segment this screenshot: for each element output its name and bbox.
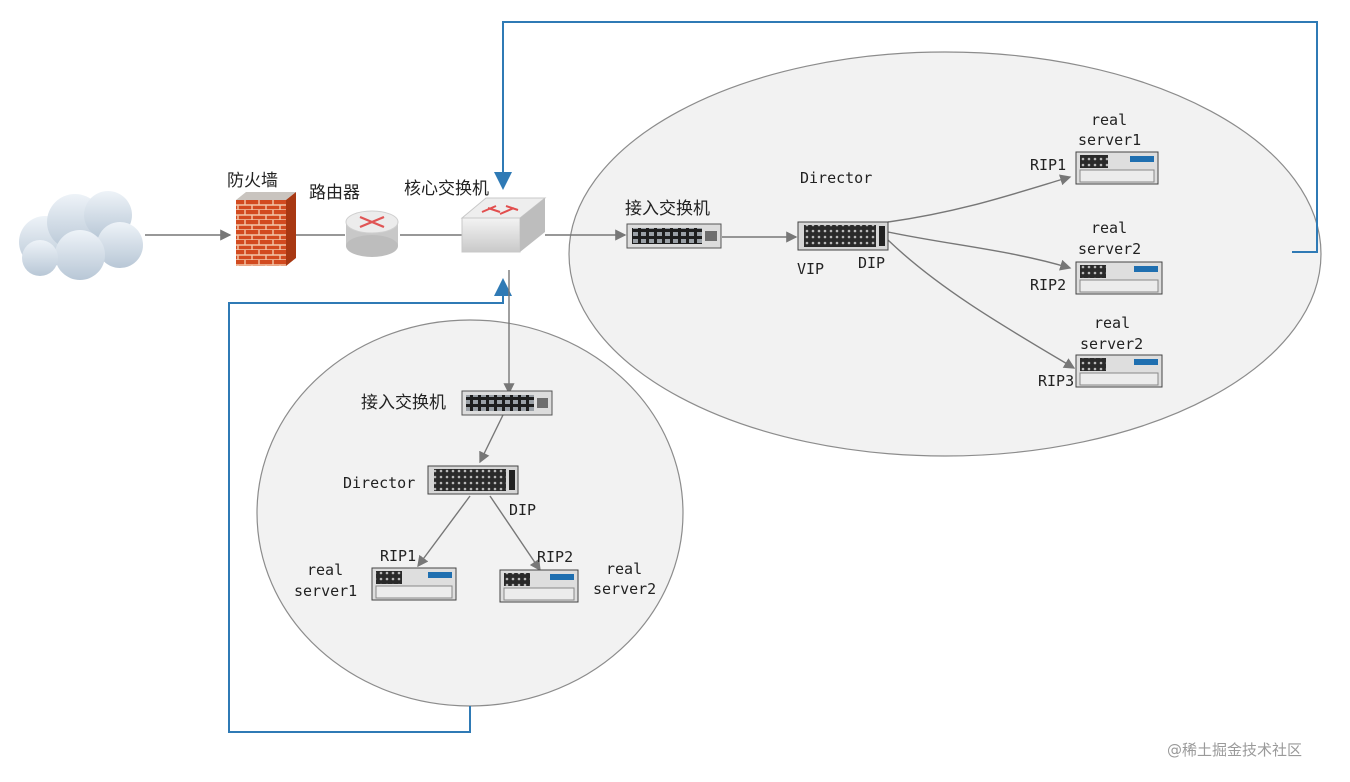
- link-right-director-rs2: [887, 231, 1072, 271]
- right-access-switch-icon: [626, 223, 722, 249]
- left-rs2-name: server2: [593, 580, 656, 598]
- right-rs2-name: server2: [1078, 240, 1141, 258]
- left-director-label: Director: [343, 474, 415, 492]
- right-rip1-label: RIP1: [1030, 156, 1066, 174]
- internet-cloud-icon: [19, 191, 143, 280]
- right-rip2-label: RIP2: [1030, 276, 1066, 294]
- right-cluster-uplink: [494, 21, 1318, 253]
- left-rs1-real: real: [307, 561, 343, 579]
- router-icon: [345, 210, 399, 257]
- left-dip-label: DIP: [509, 501, 536, 519]
- left-cluster-ellipse: [256, 319, 684, 707]
- right-rip3-label: RIP3: [1038, 372, 1074, 390]
- right-vip-label: VIP: [797, 260, 824, 278]
- link-left-director-rs1: [417, 495, 471, 568]
- right-real-server2-icon: [1075, 261, 1163, 295]
- router-label: 路由器: [309, 183, 360, 203]
- left-rs1-name: server1: [294, 582, 357, 600]
- right-director-label: Director: [800, 169, 872, 187]
- firewall-label: 防火墙: [227, 171, 278, 191]
- left-director-server-icon: [427, 465, 519, 495]
- link-right-director-rs3: [887, 239, 1076, 369]
- right-dip-label: DIP: [858, 254, 885, 272]
- right-rs2-real: real: [1091, 219, 1127, 237]
- right-director-server-icon: [797, 221, 889, 251]
- firewall-icon: [236, 192, 296, 266]
- left-access-switch-label: 接入交换机: [361, 393, 446, 413]
- left-rs2-real: real: [606, 560, 642, 578]
- watermark: @稀土掘金技术社区: [1167, 741, 1302, 759]
- right-rs1-real: real: [1091, 111, 1127, 129]
- right-cluster-ellipse: [568, 51, 1322, 457]
- right-rs3-real: real: [1094, 314, 1130, 332]
- left-rip1-label: RIP1: [380, 547, 416, 565]
- link-left-access-director: [479, 414, 504, 464]
- right-real-server3-icon: [1075, 354, 1163, 388]
- left-real-server1-icon: [371, 567, 457, 601]
- right-rs1-name: server1: [1078, 131, 1141, 149]
- right-access-switch-label: 接入交换机: [625, 199, 710, 219]
- left-cluster-uplink: [228, 278, 512, 733]
- right-rs3-name: server2: [1080, 335, 1143, 353]
- core-switch-label: 核心交换机: [404, 179, 489, 199]
- link-right-director-rs1: [887, 174, 1072, 223]
- link-left-director-rs2: [489, 495, 541, 572]
- left-rip2-label: RIP2: [537, 548, 573, 566]
- core-switch-icon: [460, 197, 547, 253]
- left-access-switch-icon: [461, 390, 553, 416]
- right-real-server1-icon: [1075, 151, 1159, 185]
- left-real-server2-icon: [499, 569, 579, 603]
